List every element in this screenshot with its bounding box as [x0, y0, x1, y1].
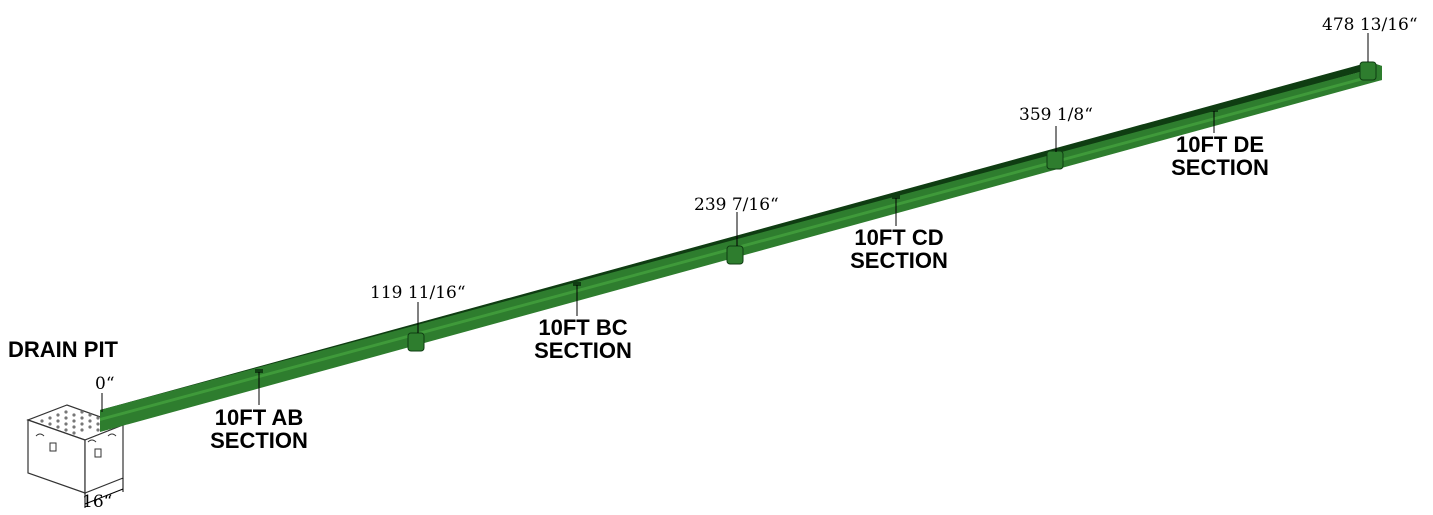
section-de-line1: 10FT DE [1176, 132, 1264, 157]
section-bc-line1: 10FT BC [538, 315, 627, 340]
joint-c [726, 245, 744, 265]
section-joints [407, 61, 1377, 352]
pit-width-label: 16“ [82, 492, 112, 512]
section-cd-line2: SECTION [850, 248, 948, 273]
drain-pit-title: DRAIN PIT [8, 337, 119, 362]
station-label-3: 359 1/8“ [1019, 105, 1093, 125]
section-ab-line2: SECTION [210, 428, 308, 453]
section-ab-line1: 10FT AB [215, 405, 303, 430]
section-cd-line1: 10FT CD [854, 225, 943, 250]
joint-d [1046, 150, 1064, 170]
joint-b [407, 332, 425, 352]
anchor-mark [1210, 108, 1218, 112]
joint-clip [726, 245, 744, 265]
pit-knockout [94, 448, 102, 458]
anchor-mark [892, 195, 900, 199]
station-label-4: 478 13/16“ [1322, 15, 1418, 35]
joint-e [1359, 61, 1377, 81]
pit-knockout [49, 442, 57, 452]
pit-dim-line [84, 488, 124, 505]
section-bc-line2: SECTION [534, 338, 632, 363]
pit-knockout-arcs [35, 433, 117, 443]
mid-anchors [255, 108, 1218, 373]
leader-lines [101, 33, 1369, 412]
station-label-1: 119 11/16“ [370, 283, 466, 303]
joint-clip [1359, 61, 1377, 81]
station-label-0: 0“ [95, 374, 115, 394]
station-label-2: 239 7/16“ [694, 195, 779, 215]
joint-clip [407, 332, 425, 352]
section-de-line2: SECTION [1171, 155, 1269, 180]
anchor-mark [573, 282, 581, 286]
joint-clip [1046, 150, 1064, 170]
drain-pit [26, 404, 125, 508]
anchor-mark [255, 369, 263, 373]
